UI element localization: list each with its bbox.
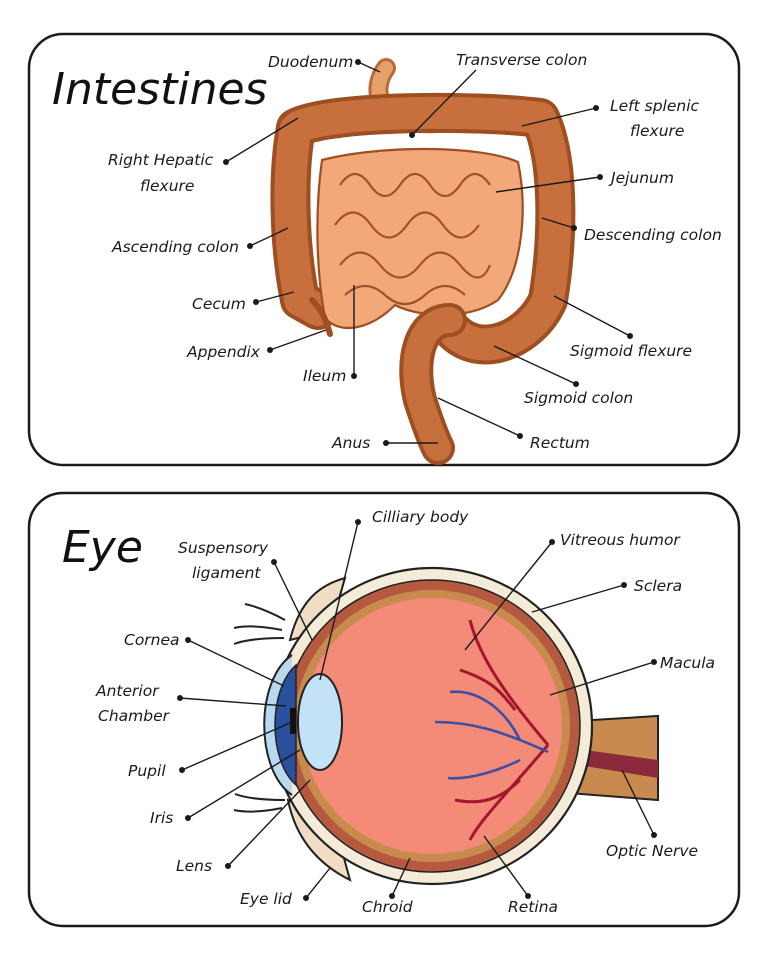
- label-ciliary-body: Cilliary body: [372, 508, 469, 526]
- lens-shape: [298, 674, 342, 770]
- label-anterior-2: Chamber: [98, 707, 171, 725]
- label-sclera: Sclera: [634, 577, 682, 595]
- label-eye-lid: Eye lid: [240, 890, 292, 908]
- label-ileum: Ileum: [303, 367, 346, 385]
- label-chroid: Chroid: [362, 898, 413, 916]
- label-cornea: Cornea: [124, 631, 180, 649]
- label-anus: Anus: [331, 434, 370, 452]
- label-iris: Iris: [150, 809, 173, 827]
- label-suspensory-2: ligament: [192, 564, 261, 582]
- label-vitreous-humor: Vitreous humor: [560, 531, 681, 549]
- eye-title: Eye: [62, 522, 143, 573]
- label-cecum: Cecum: [192, 295, 246, 313]
- label-jejunum: Jejunum: [608, 169, 674, 187]
- label-rectum: Rectum: [530, 434, 590, 452]
- label-right-hepatic-1: Right Hepatic: [108, 151, 214, 169]
- label-ascending-colon: Ascending colon: [111, 238, 239, 256]
- intestines-panel: Intestines: [29, 34, 739, 465]
- label-macula: Macula: [660, 654, 715, 672]
- label-sigmoid-colon: Sigmoid colon: [524, 389, 633, 407]
- intestines-title: Intestines: [52, 64, 267, 115]
- label-retina: Retina: [508, 898, 558, 916]
- label-right-hepatic-2: flexure: [140, 177, 194, 195]
- label-left-splenic-2: flexure: [630, 122, 684, 140]
- label-suspensory-1: Suspensory: [178, 539, 269, 557]
- eye-panel: Eye: [29, 493, 739, 926]
- label-duodenum: Duodenum: [268, 53, 353, 71]
- label-sigmoid-flexure: Sigmoid flexure: [570, 342, 692, 360]
- label-left-splenic-1: Left splenic: [610, 97, 700, 115]
- label-anterior-1: Anterior: [95, 682, 160, 700]
- pupil-shape: [290, 708, 296, 734]
- label-pupil: Pupil: [128, 762, 166, 780]
- label-lens: Lens: [176, 857, 212, 875]
- label-optic-nerve: Optic Nerve: [606, 842, 698, 860]
- label-appendix: Appendix: [186, 343, 261, 361]
- label-descending-colon: Descending colon: [584, 226, 722, 244]
- label-transverse-colon: Transverse colon: [456, 51, 587, 69]
